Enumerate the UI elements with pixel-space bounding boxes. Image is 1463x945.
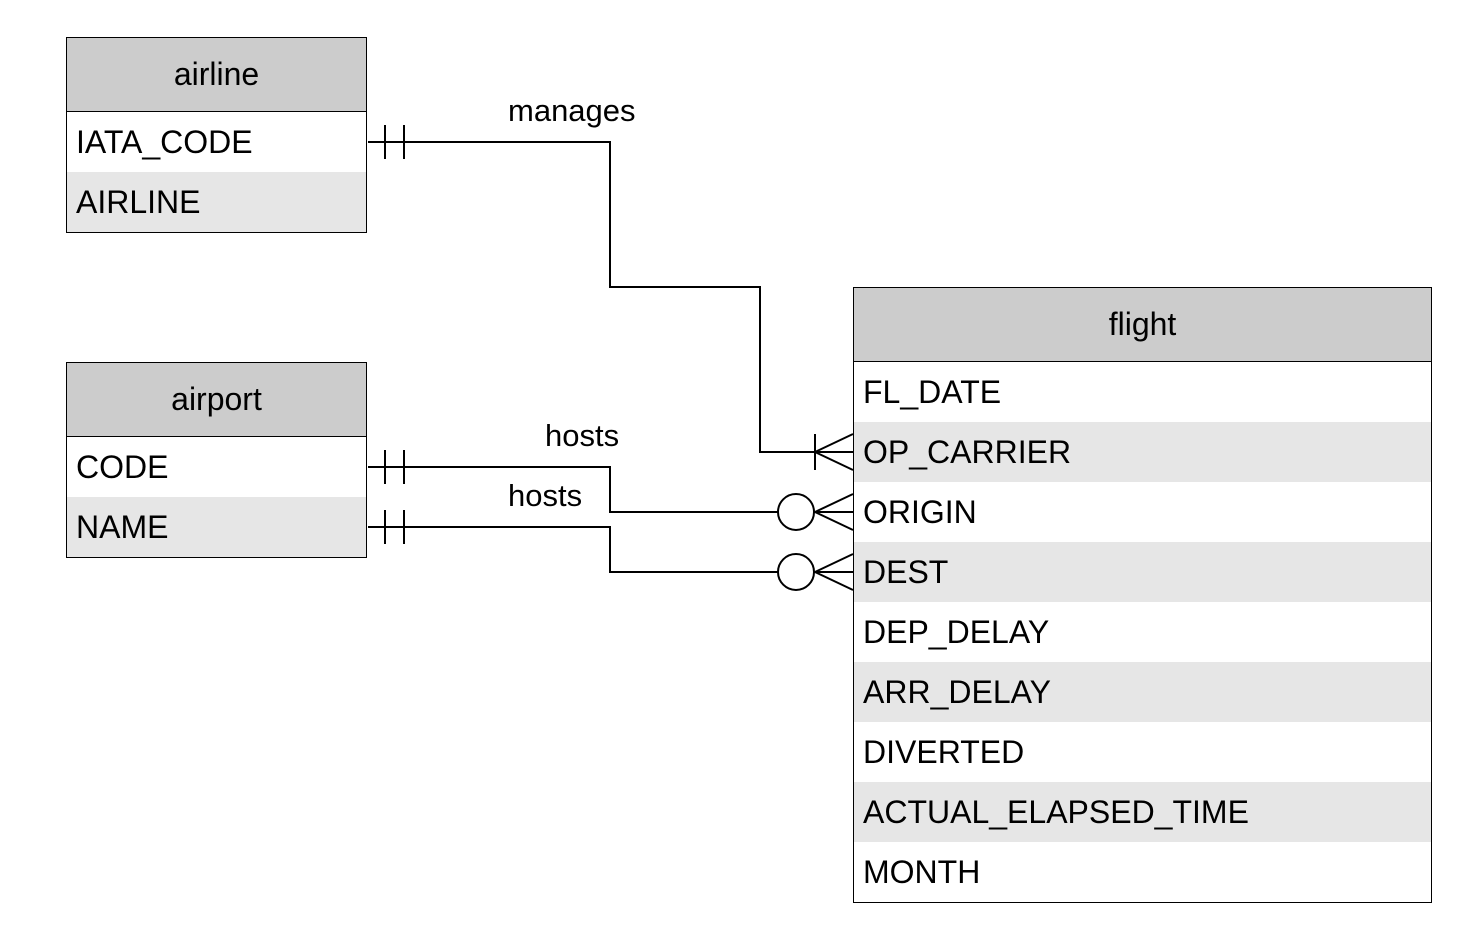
attribute-dest: DEST — [854, 542, 1431, 602]
attribute-name: NAME — [67, 497, 366, 557]
attribute-airline: AIRLINE — [67, 172, 366, 232]
attribute-origin: ORIGIN — [863, 493, 977, 530]
attribute-arr-delay: ARR_DELAY — [854, 662, 1431, 722]
hosts-dest-zero-circle — [777, 553, 815, 591]
entity-title-flight: flight — [854, 288, 1431, 362]
attribute-dep-delay: DEP_DELAY — [863, 613, 1050, 650]
relationship-manages-connector[interactable] — [368, 125, 854, 471]
entity-title-airline: airline — [67, 38, 366, 112]
relationship-hosts-origin-connector[interactable] — [368, 450, 854, 531]
relationship-hosts-dest-connector[interactable] — [368, 510, 854, 591]
attribute-actual-elapsed-time: ACTUAL_ELAPSED_TIME — [854, 782, 1431, 842]
manages-crowfoot-upper — [814, 433, 854, 453]
attribute-code: CODE — [76, 448, 169, 485]
airline-entity[interactable]: airline IATA_CODE AIRLINE — [66, 37, 367, 233]
relationship-label-manages: manages — [508, 93, 636, 128]
attribute-month: MONTH — [863, 853, 981, 890]
attribute-fl-date: FL_DATE — [863, 373, 1002, 410]
hosts-origin-line — [368, 466, 778, 513]
manages-crowfoot-lower — [814, 451, 854, 471]
relationship-label-hosts-dest: hosts — [508, 478, 582, 513]
hosts-origin-crowfoot-lower — [814, 511, 854, 531]
attribute-diverted: DIVERTED — [863, 733, 1025, 770]
hosts-origin-zero-circle — [777, 493, 815, 531]
manages-line — [368, 141, 853, 453]
flight-entity[interactable]: flight FL_DATE OP_CARRIER ORIGIN DEST DE… — [853, 287, 1432, 903]
airport-entity[interactable]: airport CODE NAME — [66, 362, 367, 558]
entity-title-airport: airport — [67, 363, 366, 437]
attribute-iata-code: IATA_CODE — [76, 123, 253, 160]
relationship-label-hosts-origin: hosts — [545, 418, 619, 453]
hosts-dest-line — [368, 526, 778, 573]
hosts-dest-crowfoot-upper — [814, 553, 854, 573]
hosts-origin-crowfoot-upper — [814, 493, 854, 513]
attribute-op-carrier: OP_CARRIER — [854, 422, 1431, 482]
hosts-dest-crowfoot-lower — [814, 571, 854, 591]
